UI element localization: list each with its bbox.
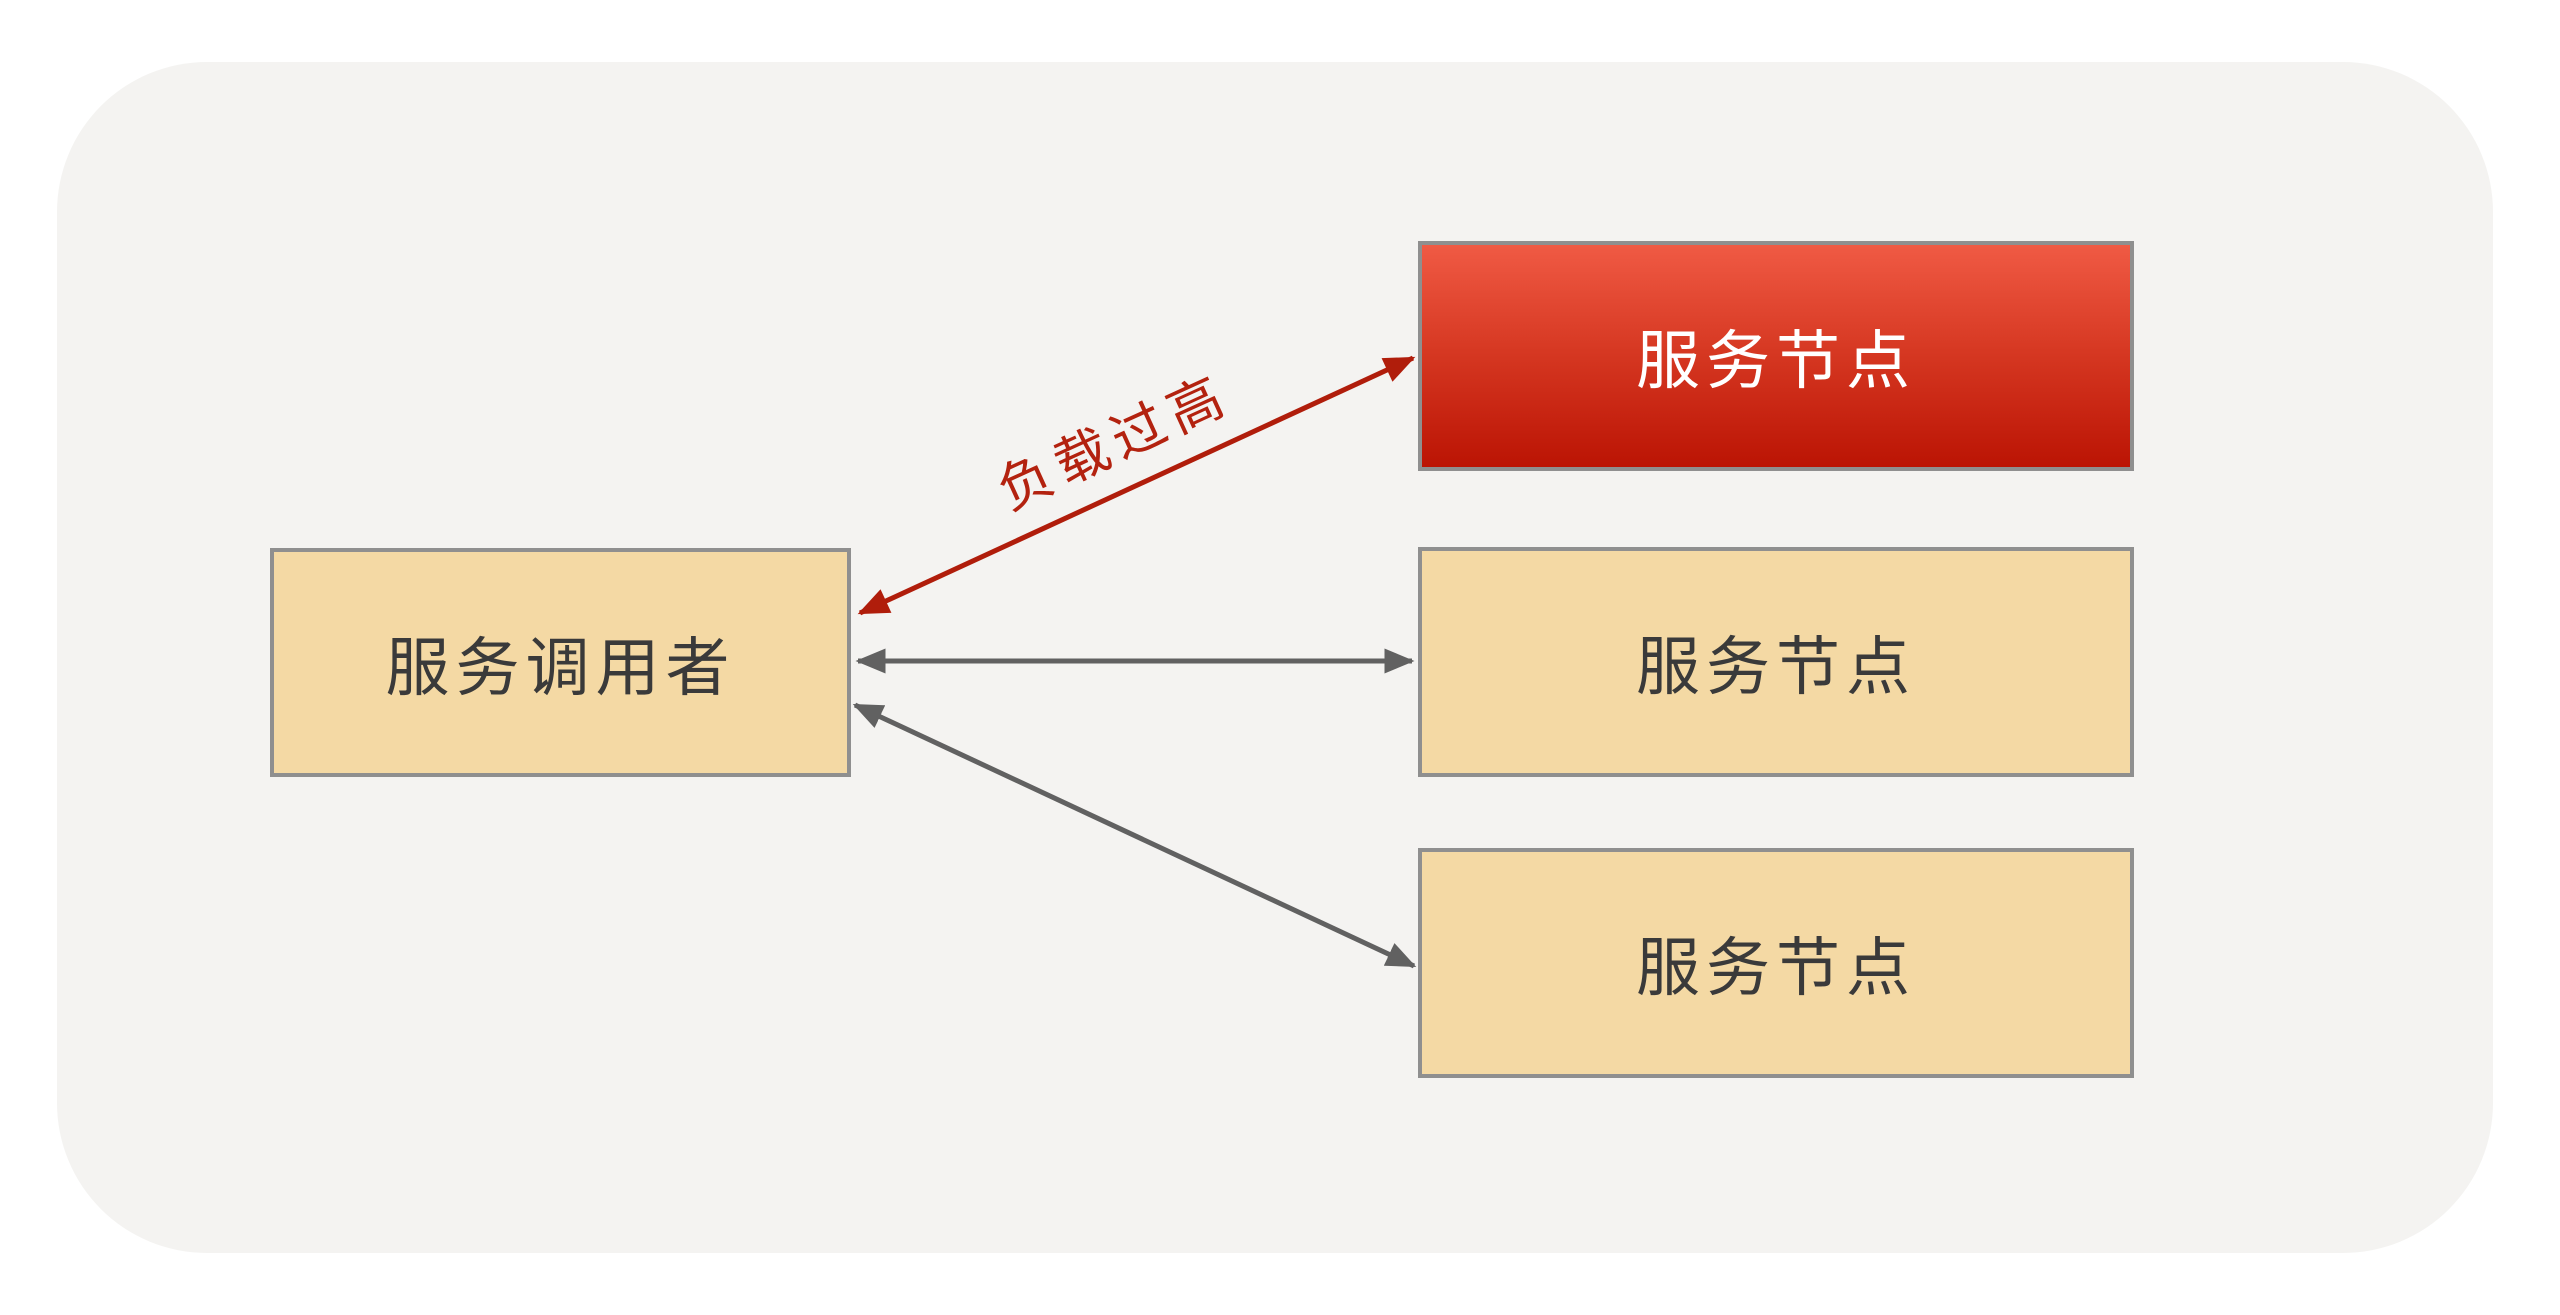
- node-box-2: 服务节点: [1418, 547, 2134, 777]
- caller-label: 服务调用者: [385, 631, 736, 704]
- node-box-overloaded: 服务节点: [1418, 241, 2134, 471]
- node-box-3: 服务节点: [1418, 848, 2134, 1078]
- node-label: 服务节点: [1636, 325, 1916, 397]
- caller-box: 服务调用者: [270, 548, 851, 777]
- node-label: 服务节点: [1636, 932, 1916, 1004]
- edge-caller-to-overloaded-node: [857, 355, 1416, 616]
- edge-caller-to-node-3: [852, 702, 1417, 969]
- node-label: 服务节点: [1636, 631, 1916, 703]
